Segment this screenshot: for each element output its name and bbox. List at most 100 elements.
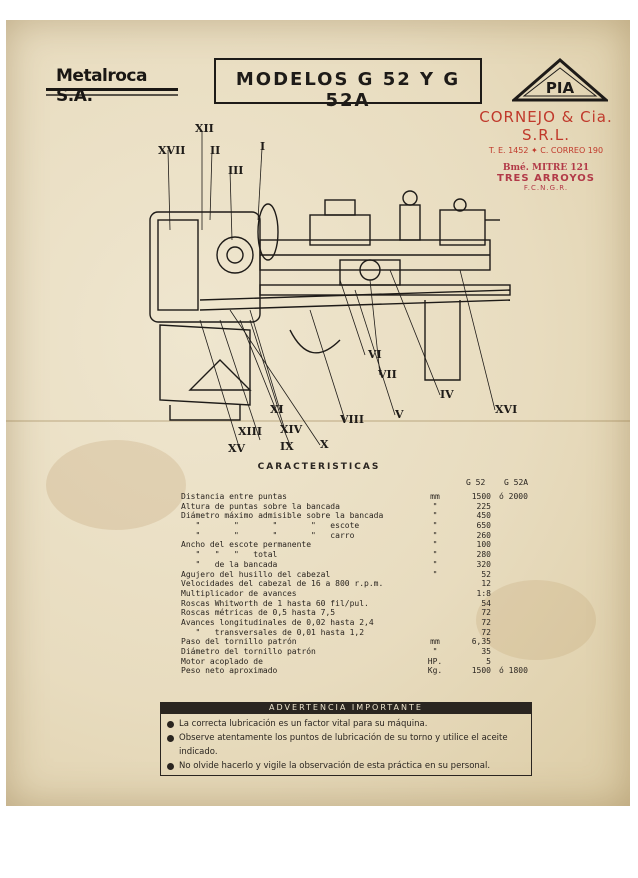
stamp-phone: T. E. 1452 ✦ C. CORREO 190: [488, 146, 604, 155]
part-label-II: II: [210, 144, 220, 157]
warning-item: No olvide hacerlo y vigile la observació…: [165, 759, 527, 773]
spec-row: Diámetro máximo admisible sobre la banca…: [181, 511, 561, 521]
warning-list: La correcta lubricación es un factor vit…: [165, 717, 527, 773]
logo-text: Metalroca S.A.: [56, 66, 147, 106]
logo-underline: [46, 88, 178, 91]
spec-label: Peso neto aproximado: [181, 666, 278, 676]
spec-unit: ": [432, 569, 438, 579]
spec-unit: ": [432, 511, 438, 521]
part-label-X: X: [320, 438, 329, 451]
spec-unit: mm: [430, 492, 440, 501]
spec-label: Altura de puntas sobre la bancada: [181, 501, 340, 511]
spec-label: Multiplicador de avances: [181, 588, 297, 598]
spec-value-g52: 320: [476, 559, 491, 569]
spec-value-g52: 225: [476, 501, 491, 511]
spec-label: " " " " escote: [181, 521, 360, 531]
stamp-address: Bmé. MITRE 121: [502, 163, 590, 173]
pia-logo-text: PIA: [546, 79, 575, 97]
spec-row: Diámetro del tornillo patrón " 35: [181, 647, 561, 657]
spec-label: Agujero del husillo del cabezal: [181, 569, 331, 579]
spec-unit: ": [432, 501, 438, 511]
spec-label: Avances longitudinales de 0,02 hasta 2,4: [181, 617, 374, 627]
spec-value-g52: 72: [481, 627, 491, 637]
lathe-diagram: XII XVII II I III VI VII IV XVI V VIII X…: [149, 122, 517, 455]
spec-unit: ": [432, 540, 438, 550]
spec-row: Paso del tornillo patrón mm 6,35: [181, 637, 561, 647]
spec-value-g52a: ó 2000: [499, 492, 528, 501]
warning-item: Observe atentamente los puntos de lubric…: [165, 731, 527, 759]
paper-fold: [6, 420, 630, 422]
column-header-g52: G 52: [466, 478, 486, 487]
stain: [476, 580, 596, 660]
spec-value-g52: 1:8: [476, 588, 491, 598]
spec-row: Roscas métricas de 0,5 hasta 7,5 72: [181, 608, 561, 618]
spec-row: " de la bancada " 320: [181, 560, 561, 570]
stamp-city: TRES ARROYOS: [497, 173, 595, 184]
part-label-VI: VI: [367, 348, 382, 361]
column-header-g52a: G 52A: [504, 478, 529, 487]
bullet-icon: [167, 721, 174, 728]
pia-logo: PIA: [512, 58, 608, 102]
spec-unit: ": [432, 647, 438, 656]
page-title: MODELOS G 52 Y G 52A: [235, 69, 461, 111]
logo-underline-thin: [46, 94, 178, 96]
warning-item-text: La correcta lubricación es un factor vit…: [179, 719, 428, 729]
part-label-XIII: XIII: [238, 425, 262, 438]
spec-value-g52: 35: [481, 647, 491, 656]
part-label-XIV: XIV: [280, 423, 303, 436]
title-box: MODELOS G 52 Y G 52A: [214, 58, 482, 111]
spec-value-g52: 450: [476, 511, 491, 521]
spec-value-g52: 100: [476, 540, 491, 550]
part-label-XV: XV: [228, 442, 246, 455]
warning-item-text: Observe atentamente los puntos de lubric…: [179, 733, 508, 757]
spec-row: " transversales de 0,01 hasta 1,2 72: [181, 628, 561, 638]
spec-row: " " " total"280: [181, 550, 561, 560]
part-label-VII: VII: [377, 368, 397, 381]
warning-item: La correcta lubricación es un factor vit…: [165, 717, 527, 731]
spec-value-g52a: ó 1800: [499, 666, 528, 676]
spec-value-g52: 1500: [471, 492, 491, 501]
section-title: CARACTERISTICAS: [257, 462, 381, 472]
spec-unit: ": [432, 521, 438, 531]
part-label-XI: XI: [270, 403, 284, 416]
leader-lines: [167, 132, 496, 451]
spec-label: " " " " carro: [181, 530, 355, 540]
spec-value-g52: 5: [486, 656, 491, 666]
spec-value-g52: 280: [476, 550, 491, 560]
spec-unit: HP.: [427, 656, 443, 666]
part-label-IV: IV: [440, 388, 454, 401]
part-label-III: III: [228, 164, 243, 177]
spec-value-g52: 260: [476, 530, 491, 540]
spec-value-g52: 72: [481, 608, 491, 618]
stain: [46, 440, 186, 530]
spec-row: Avances longitudinales de 0,02 hasta 2,4…: [181, 618, 561, 628]
spec-value-g52: 52: [481, 569, 491, 579]
spec-label: Paso del tornillo patrón: [181, 637, 297, 647]
spec-row: Agujero del husillo del cabezal " 52: [181, 570, 561, 580]
part-labels: XII XVII II I III VI VII IV XVI V VIII X…: [158, 122, 517, 455]
spec-label: Motor acoplado de: [181, 656, 263, 666]
spec-value-g52: 650: [476, 521, 491, 531]
spec-label: Diámetro del tornillo patrón: [181, 647, 316, 656]
spec-unit: ": [432, 559, 438, 569]
spec-row: Velocidades del cabezal de 16 a 800 r.p.…: [181, 579, 561, 589]
spec-row: " " " " carro"260: [181, 531, 561, 541]
spec-label: Roscas métricas de 0,5 hasta 7,5: [181, 608, 336, 618]
part-label-XVII: XVII: [158, 144, 185, 157]
metalroca-logo: Metalroca S.A.: [46, 64, 182, 106]
spec-label: " transversales de 0,01 hasta 1,2: [181, 627, 365, 637]
spec-label: " de la bancada: [181, 559, 278, 569]
part-label-I: I: [260, 140, 265, 153]
spec-unit: mm: [430, 637, 440, 647]
spec-value-g52: 6,35: [471, 637, 491, 647]
dealer-stamp: CORNEJO & Cia. S.R.L. T. E. 1452 ✦ C. CO…: [458, 108, 634, 204]
spec-label: Velocidades del cabezal de 16 a 800 r.p.…: [181, 579, 384, 589]
part-label-V: V: [394, 408, 404, 421]
part-label-VIII: VIII: [339, 413, 364, 426]
spec-label: " " " total: [181, 550, 278, 560]
warning-item-text: No olvide hacerlo y vigile la observació…: [179, 761, 491, 771]
spec-row: Multiplicador de avances 1:8: [181, 589, 561, 599]
bullet-icon: [167, 735, 174, 742]
